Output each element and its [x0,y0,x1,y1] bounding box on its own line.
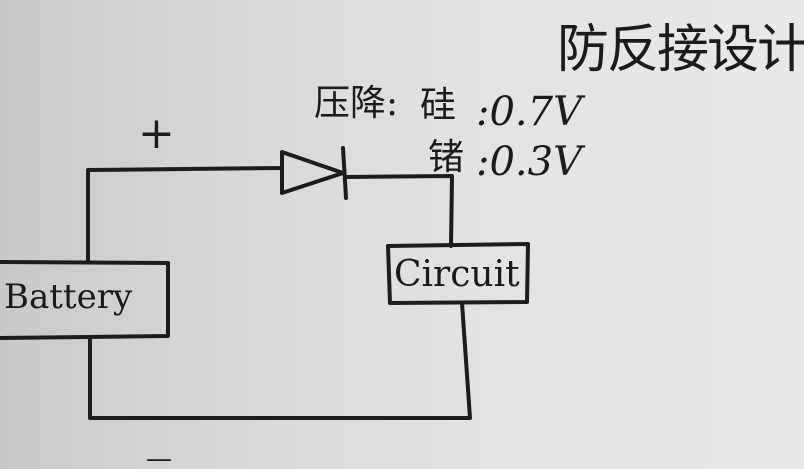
germanium-voltage: :0.3V [476,139,582,185]
wire-bottom-return [88,301,472,420]
circuit-label: Circuit [394,254,520,295]
diagram-title: 防反接设计 [557,20,804,80]
minus-sign: — [146,444,172,469]
silicon-label: 硅 [420,85,457,126]
wire-diode-to-circuit [344,174,454,248]
diode-symbol [280,150,345,195]
germanium-label: 锗 [428,137,465,178]
silicon-voltage: :0.7V [476,89,582,135]
circuit-box [386,242,530,305]
diode-bar [341,146,348,200]
voltage-drop-prefix: 压降: [314,83,399,124]
plus-sign: + [138,108,175,159]
battery-box [0,260,170,340]
battery-label: Battery [4,277,133,317]
wire-battery-to-diode [86,166,284,264]
